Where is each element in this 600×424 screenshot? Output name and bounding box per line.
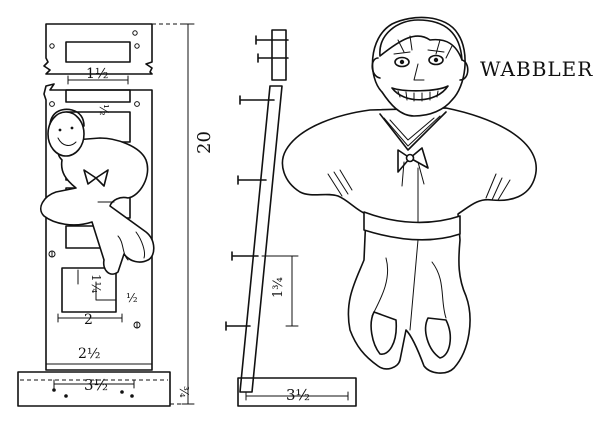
dim-board-width: 2½ [78,346,100,362]
dim-slot-width: 1½ [86,66,108,82]
dim-slot-gap: ½ [97,104,111,116]
large-wabbler-figure [281,16,538,374]
small-wabbler-figure [40,108,155,275]
dim-base-length-front: 3½ [84,376,108,394]
front-base [17,371,171,407]
overall-height-dimension [152,23,195,405]
dim-peg-spacing: 1¼ [89,274,103,294]
dim-peg-offset: ½ [126,291,138,305]
dim-base-length-side: 3½ [286,386,310,404]
side-view-board [225,29,357,407]
dim-overall-height: 20 [194,131,215,154]
figure-title: WABBLER [480,57,593,81]
dim-cutout-width: 2 [84,312,93,328]
dim-peg-spacing-side: 1¾ [271,277,286,298]
dim-base-thickness: ¾ [177,386,191,398]
